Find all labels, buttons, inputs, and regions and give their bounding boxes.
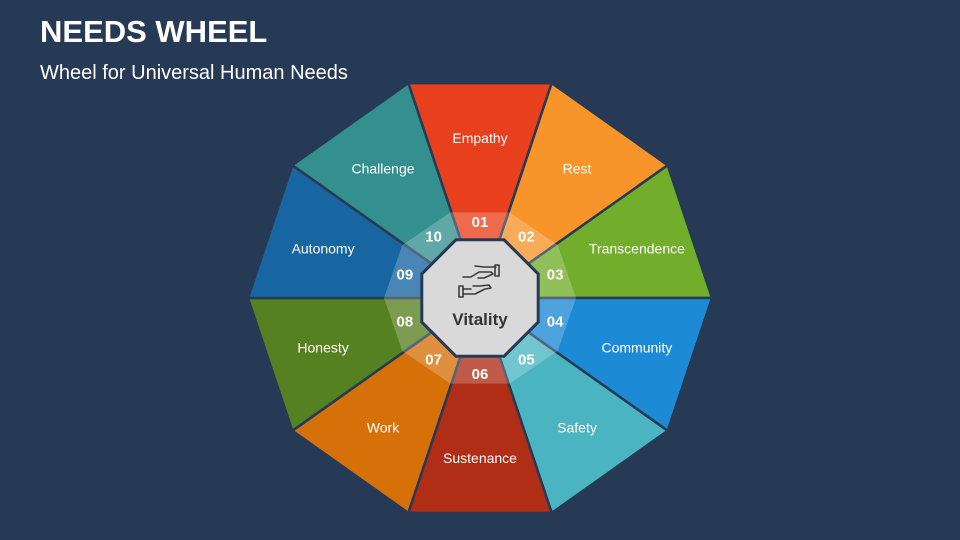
- segment-number: 02: [518, 229, 535, 246]
- segment-number: 05: [518, 352, 535, 369]
- center-hub: Vitality: [420, 238, 540, 358]
- segment-label: Safety: [557, 419, 597, 435]
- segment-label: Autonomy: [292, 241, 355, 257]
- segment-number: 09: [397, 267, 414, 284]
- segment-label: Transcendence: [589, 241, 685, 257]
- segment-number: 08: [397, 314, 414, 331]
- center-octagon: [420, 238, 540, 358]
- hands-icon: [458, 264, 500, 298]
- segment-number: 04: [547, 314, 564, 331]
- segment-number: 01: [472, 214, 489, 231]
- segment-label: Honesty: [297, 339, 348, 355]
- segment-number: 06: [472, 366, 489, 383]
- segment-number: 10: [425, 229, 442, 246]
- segment-label: Empathy: [452, 130, 507, 146]
- segment-label: Sustenance: [443, 450, 517, 466]
- segment-number: 03: [547, 267, 564, 284]
- segment-label: Community: [602, 339, 673, 355]
- segment-label: Rest: [563, 161, 592, 177]
- segment-label: Work: [367, 419, 400, 435]
- page-title: NEEDS WHEEL: [40, 14, 268, 49]
- page-subtitle: Wheel for Universal Human Needs: [40, 62, 348, 84]
- center-label: Vitality: [452, 310, 508, 329]
- segment-number: 07: [425, 352, 442, 369]
- segment-label: Challenge: [351, 161, 414, 177]
